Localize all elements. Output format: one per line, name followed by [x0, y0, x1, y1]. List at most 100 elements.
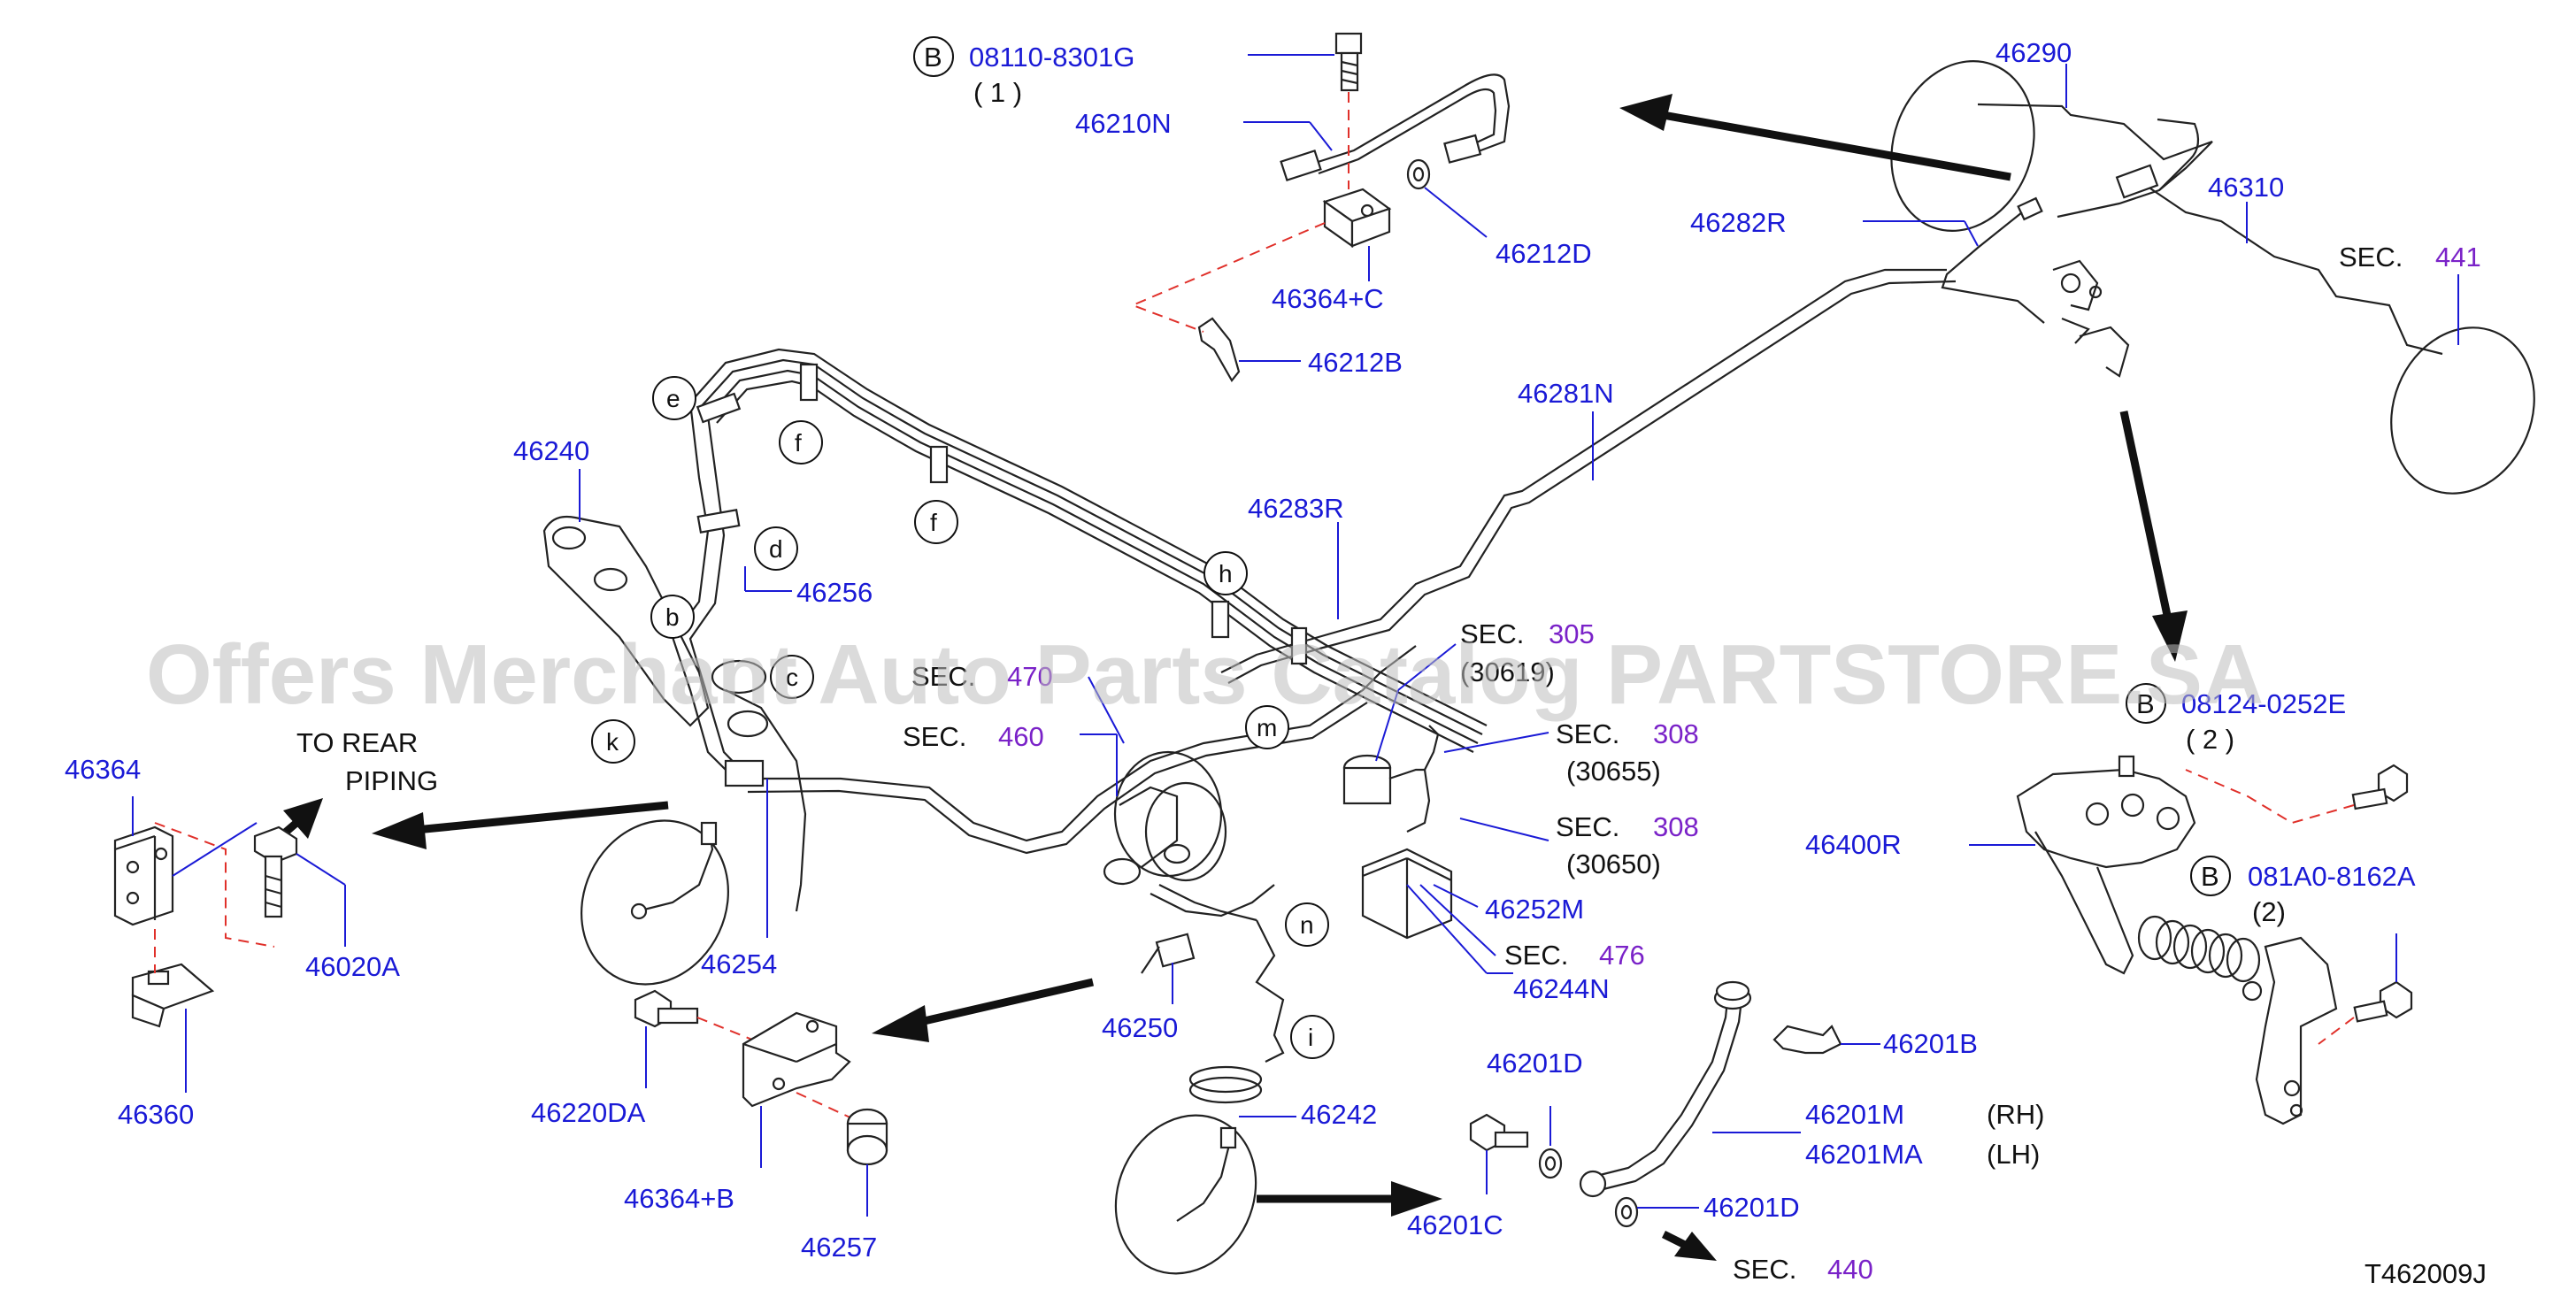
part-46283r-label: 46283R — [1248, 493, 1344, 524]
section-440-number: 440 — [1827, 1254, 1873, 1285]
part-46282r-label: 46282R — [1690, 207, 1787, 238]
brake-pipe-46281n — [1220, 268, 1947, 673]
part-46210n-label: 46210N — [1075, 108, 1172, 139]
callout-e: e — [652, 376, 696, 420]
svg-text:n: n — [1300, 911, 1314, 939]
qualifier-lh: (LH) — [1987, 1139, 2040, 1170]
callout-n: n — [1285, 902, 1329, 947]
svg-text:b: b — [665, 603, 680, 631]
valve-block-46252m — [1361, 848, 1453, 940]
brake-pipe-46282r — [1941, 211, 2045, 324]
to-rear-line2: PIPING — [345, 765, 438, 796]
part-46242-label: 46242 — [1301, 1099, 1377, 1130]
callout-c: c — [770, 655, 814, 699]
badge-b-right-top: B — [2126, 683, 2166, 724]
section-470-prefix: SEC. — [911, 661, 975, 692]
section-305-number: 305 — [1549, 618, 1595, 649]
part-46240-label: 46240 — [513, 435, 589, 466]
part-46244n-label: 46244N — [1513, 973, 1610, 1004]
svg-text:e: e — [666, 385, 681, 412]
arrow-icon — [1391, 1181, 1442, 1217]
bolt-46020a — [253, 825, 298, 918]
part-46201d-a-label: 46201D — [1487, 1048, 1583, 1079]
bolt-081a0-8162a-label: 081A0-8162A — [2248, 861, 2416, 892]
section-308a-number: 308 — [1653, 718, 1699, 749]
arrow-icon — [1619, 94, 1672, 131]
part-46256-label: 46256 — [796, 577, 873, 608]
arrow-icon — [2152, 610, 2188, 662]
callout-h: h — [1203, 551, 1248, 595]
section-308b-sub: (30650) — [1566, 848, 1661, 879]
callout-i: i — [1290, 1015, 1334, 1059]
callout-k: k — [591, 719, 635, 764]
qualifier-rh: (RH) — [1987, 1099, 2044, 1130]
svg-text:B: B — [2201, 861, 2219, 892]
brake-hose-46201m — [1579, 980, 1752, 1198]
part-46364-label: 46364 — [65, 754, 141, 785]
clip-cluster-left — [711, 659, 807, 912]
section-460-prefix: SEC. — [903, 721, 966, 752]
bolt-08124-0252e-label: 08124-0252E — [2181, 688, 2346, 719]
arrow-icon — [372, 812, 427, 849]
svg-text:f: f — [795, 429, 802, 457]
bolt-46220da — [634, 989, 699, 1028]
sensor-wire-46310 — [2149, 188, 2443, 356]
svg-text:d: d — [769, 535, 783, 563]
svg-text:h: h — [1219, 560, 1233, 587]
washer-46201d-b — [1614, 1196, 1639, 1228]
badge-b-top: B — [913, 36, 954, 77]
part-46020a-label: 46020A — [305, 951, 400, 982]
section-470-number: 470 — [1007, 661, 1053, 692]
svg-text:m: m — [1257, 714, 1277, 741]
junction-block-46364 — [113, 825, 174, 926]
part-46212b-label: 46212B — [1308, 347, 1403, 378]
brake-booster — [1103, 750, 1257, 922]
bracket-46240 — [542, 515, 710, 727]
main-pipe-harness — [671, 348, 1488, 855]
section-440-prefix: SEC. — [1733, 1254, 1796, 1285]
section-476-prefix: SEC. — [1504, 940, 1568, 971]
bolt-icon-right-bottom — [2353, 980, 2413, 1023]
bolt-icon-right-top — [2351, 764, 2409, 810]
part-46201d-b-label: 46201D — [1703, 1192, 1800, 1223]
to-rear-line1: TO REAR — [296, 727, 418, 758]
washer-46201d-a — [1538, 1148, 1563, 1179]
bracket-46360 — [131, 963, 215, 1028]
part-46220da-label: 46220DA — [531, 1097, 646, 1128]
callout-f-1: f — [779, 420, 823, 465]
reservoir-cylinder — [1342, 725, 1440, 833]
part-46310-label: 46310 — [2208, 172, 2284, 203]
hose-46242 — [1114, 919, 1285, 1275]
badge-b-right-bottom: B — [2190, 856, 2231, 896]
section-441-number: 441 — [2435, 242, 2481, 273]
clip-46364c — [1322, 188, 1392, 249]
callout-b: b — [650, 595, 695, 639]
brake-disc-shape-lower — [2390, 326, 2535, 495]
bracket-group-top-right — [2052, 259, 2130, 378]
svg-text:i: i — [1308, 1024, 1313, 1051]
svg-text:c: c — [786, 664, 798, 691]
callout-m: m — [1245, 705, 1289, 749]
hose-46290 — [2157, 118, 2200, 191]
washer-46212d — [1406, 158, 1431, 190]
badge-letter: B — [924, 42, 942, 73]
bolt-46201c — [1469, 1113, 1529, 1152]
part-46400r-label: 46400R — [1805, 829, 1902, 860]
part-46254-label: 46254 — [701, 948, 777, 979]
brake-disc-shape-upper — [1890, 60, 2035, 232]
brake-pipe-46210n — [1309, 73, 1511, 166]
arrow-icon — [1674, 1232, 1717, 1261]
bolt-08124-0252e-qty: ( 2 ) — [2186, 724, 2234, 755]
clip-46212b — [1197, 317, 1241, 382]
section-460-number: 460 — [998, 721, 1044, 752]
junction-block-46364b — [742, 1011, 851, 1108]
svg-text:f: f — [930, 509, 937, 536]
part-46281n-label: 46281N — [1518, 378, 1614, 409]
svg-text:B: B — [2136, 688, 2155, 719]
part-46252m-label: 46252M — [1485, 894, 1584, 925]
bolt-08110-8301g-qty: ( 1 ) — [973, 77, 1022, 108]
part-46364c-label: 46364+C — [1272, 283, 1384, 314]
hose-46250 — [1141, 884, 1275, 974]
bolt-icon — [1334, 32, 1363, 92]
